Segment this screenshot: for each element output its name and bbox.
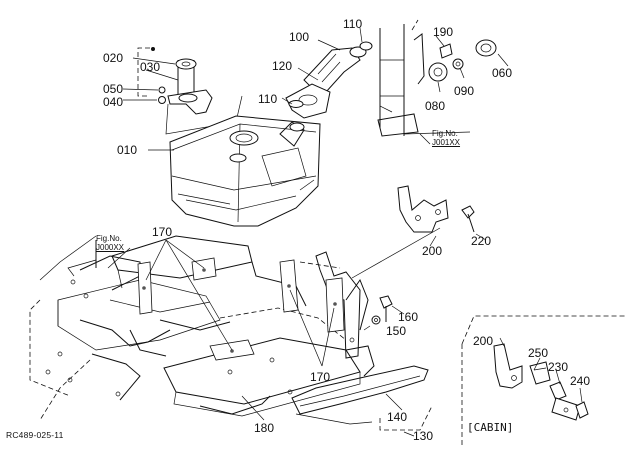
bolts-160-150 xyxy=(363,295,405,331)
part-label-090: 090 xyxy=(454,84,475,98)
part-label-120: 120 xyxy=(272,59,293,73)
leader-lines xyxy=(107,133,431,269)
fig-ref-left-line1: Fig.No. xyxy=(96,234,122,243)
cabin-label: [CABIN] xyxy=(467,421,514,434)
part-label-180: 180 xyxy=(254,421,275,435)
part-label-010: 010 xyxy=(117,143,138,157)
part-label-170-top: 170 xyxy=(152,225,173,239)
part-label-190: 190 xyxy=(433,25,454,39)
part-label-030: 030 xyxy=(140,60,161,74)
part-label-250: 250 xyxy=(528,346,549,360)
fig-ref-top-right-line2: J001XX xyxy=(432,138,461,147)
part-label-080: 080 xyxy=(425,99,446,113)
part-label-020: 020 xyxy=(103,51,124,65)
floor-frame xyxy=(29,235,375,421)
filler-hose xyxy=(281,27,373,119)
part-label-060: 060 xyxy=(492,66,513,80)
tank-bands xyxy=(291,365,433,437)
rubber-pads xyxy=(137,239,345,367)
part-label-150: 150 xyxy=(386,324,407,338)
part-label-110-mid: 110 xyxy=(258,92,278,106)
part-label-110-top: 110 xyxy=(343,17,363,31)
part-label-100: 100 xyxy=(289,30,310,44)
part-label-200-main: 200 xyxy=(422,244,443,258)
fig-ref-left: Fig.No. J000XX xyxy=(96,234,124,252)
fig-ref-top-right: Fig.No. J001XX xyxy=(432,129,460,147)
part-label-160: 160 xyxy=(398,310,419,324)
part-label-050: 050 xyxy=(103,82,124,96)
part-label-220: 220 xyxy=(471,234,492,248)
fuel-tank xyxy=(148,115,321,227)
part-label-140: 140 xyxy=(387,410,408,424)
fig-ref-left-line2: J000XX xyxy=(96,243,125,252)
cabin-inset xyxy=(461,315,626,446)
part-label-040: 040 xyxy=(103,95,124,109)
part-label-230: 230 xyxy=(548,360,569,374)
filler-bracket xyxy=(377,19,509,137)
part-label-200-cabin: 200 xyxy=(473,334,494,348)
diagram-code: RC489-025-11 xyxy=(6,430,64,440)
fig-ref-top-right-line1: Fig.No. xyxy=(432,129,458,138)
leader-180 xyxy=(241,395,265,421)
gauge-bracket-group xyxy=(122,47,243,135)
part-label-240: 240 xyxy=(570,374,591,388)
part-label-170-bottom: 170 xyxy=(310,370,331,384)
mounting-plate xyxy=(351,185,487,279)
part-label-130: 130 xyxy=(413,429,434,443)
